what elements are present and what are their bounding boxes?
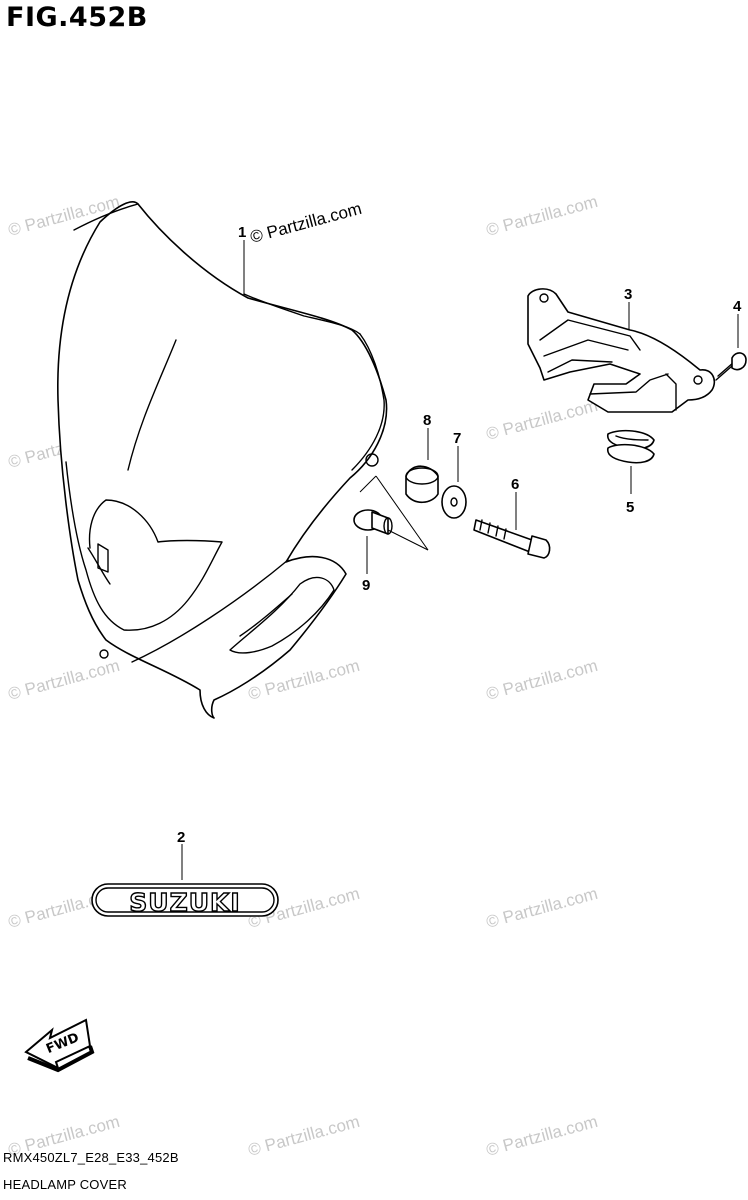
watermark-text: © Partzilla.com [484, 1112, 600, 1160]
callout-8: 8 [423, 412, 431, 429]
callout-1: 1 [238, 224, 246, 241]
headlamp-cover-part [57, 201, 388, 719]
callout-9: 9 [362, 577, 370, 594]
bracket-part [527, 288, 716, 413]
watermark-text: © Partzilla.com [484, 396, 600, 444]
suzuki-emblem-part: SUZUKI [91, 883, 279, 918]
callout-3: 3 [624, 286, 632, 303]
rubber-mount-part [405, 465, 439, 504]
callout-6: 6 [511, 476, 519, 493]
collar-part [353, 509, 393, 535]
callout-numbers: 1 2 3 4 5 6 7 8 9 [177, 224, 742, 846]
washer-part [441, 485, 467, 519]
grommet-part [606, 429, 655, 464]
callout-2: 2 [177, 829, 185, 846]
watermark-text-dark: © Partzilla.com [248, 199, 364, 247]
callout-5: 5 [626, 499, 634, 516]
watermark-text: © Partzilla.com [484, 192, 600, 240]
watermark-text: © Partzilla.com [6, 656, 122, 704]
leader-lines [181, 240, 739, 880]
screw-part [715, 352, 747, 381]
callout-7: 7 [453, 430, 461, 447]
forward-arrow-icon: FWD [24, 1018, 95, 1073]
callout-4: 4 [733, 298, 742, 315]
figure-title: FIG.452B [6, 2, 148, 33]
watermark-text: © Partzilla.com [484, 884, 600, 932]
bolt-part [473, 519, 551, 559]
figure-code: RMX450ZL7_E28_E33_452B [3, 1150, 179, 1165]
watermark-text: © Partzilla.com [246, 1112, 362, 1160]
watermark-text: © Partzilla.com [484, 656, 600, 704]
figure-name: HEADLAMP COVER [3, 1177, 127, 1192]
emblem-lettering: SUZUKI [129, 888, 240, 917]
